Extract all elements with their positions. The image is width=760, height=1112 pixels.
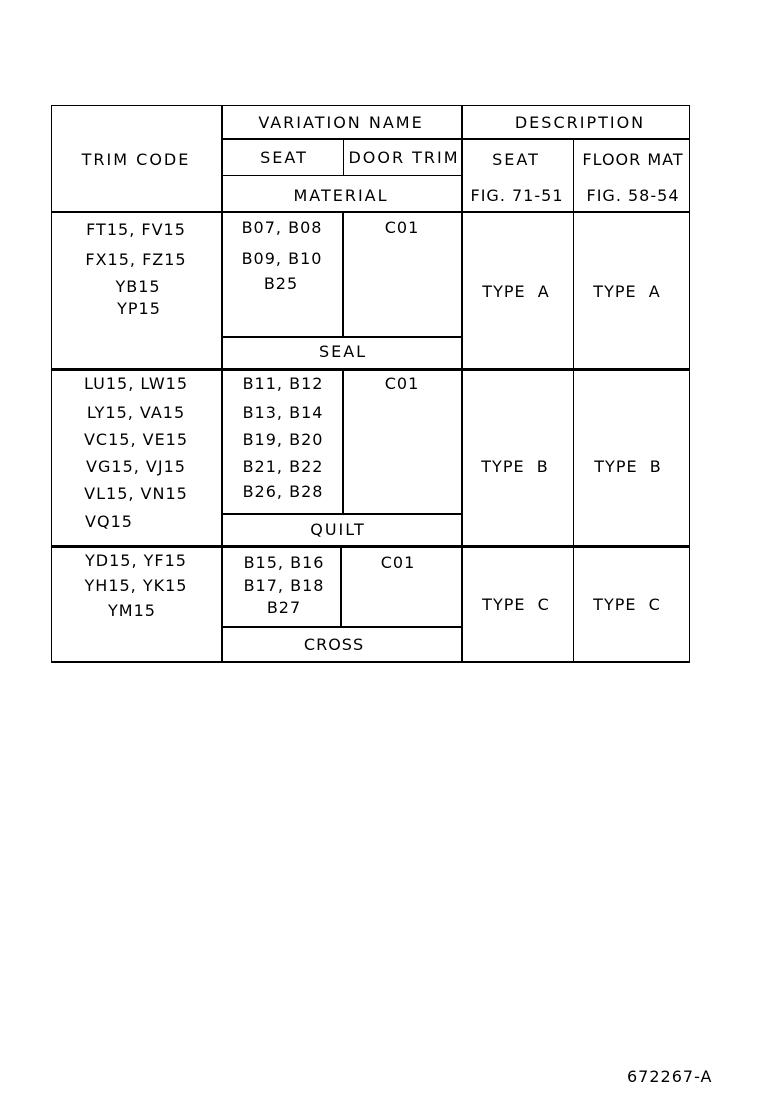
trim-code: YD15, YF15 <box>85 551 187 570</box>
trim-code: VG15, VJ15 <box>86 457 186 476</box>
seat-code: B13, B14 <box>242 403 324 422</box>
trim-code: YB15 <box>115 277 161 296</box>
seat-type: TYPE C <box>482 595 550 614</box>
trim-code: YH15, YK15 <box>84 576 188 595</box>
header-fig-seat: FIG. 71-51 <box>470 186 564 205</box>
trim-code: LU15, LW15 <box>84 374 188 393</box>
trim-code: YP15 <box>117 299 161 318</box>
seat-code: B07, B08 <box>241 218 323 237</box>
group2-material-line <box>222 513 462 515</box>
seat-code: B25 <box>263 274 299 293</box>
seat-code: B26, B28 <box>242 482 324 501</box>
table-top-border <box>51 105 690 106</box>
divider-trim-col <box>221 105 223 662</box>
seat-code: B09, B10 <box>241 249 323 268</box>
door-trim-code: C01 <box>380 553 416 572</box>
trim-code: FX15, FZ15 <box>85 250 187 269</box>
floor-mat-type: TYPE A <box>593 282 661 301</box>
trim-code: VL15, VN15 <box>84 484 188 503</box>
header-door-trim: DOOR TRIM <box>348 148 460 167</box>
header-floor-mat: FLOOR MAT <box>582 150 684 169</box>
trim-code: LY15, VA15 <box>86 403 186 422</box>
group-separator-2 <box>51 545 690 548</box>
seat-code: B15, B16 <box>243 553 325 572</box>
table-bottom-border <box>51 661 690 663</box>
divider-desc-col <box>573 139 574 662</box>
figure-id: 672267-A <box>627 1067 713 1086</box>
trim-code: VQ15 <box>85 512 133 531</box>
floor-mat-type: TYPE B <box>594 457 662 476</box>
door-trim-code: C01 <box>384 218 420 237</box>
floor-mat-type: TYPE C <box>593 595 661 614</box>
divider-variation-col <box>461 105 463 662</box>
group3-material-line <box>222 626 462 628</box>
material-name: CROSS <box>303 635 365 654</box>
trim-code: FT15, FV15 <box>86 220 186 239</box>
seat-code: B19, B20 <box>242 430 324 449</box>
group1-seat-door-divider <box>342 213 344 337</box>
header-desc-seat: SEAT <box>492 150 540 169</box>
seat-code: B21, B22 <box>242 457 324 476</box>
seat-type: TYPE B <box>481 457 549 476</box>
trim-code: VC15, VE15 <box>83 430 189 449</box>
header-description: DESCRIPTION <box>514 113 646 132</box>
table-left-border <box>51 105 52 662</box>
group2-seat-door-divider <box>342 371 344 514</box>
seat-code: B17, B18 <box>243 576 325 595</box>
table-right-border <box>689 105 690 662</box>
seat-type: TYPE A <box>482 282 550 301</box>
header-material: MATERIAL <box>293 186 389 205</box>
group1-material-line <box>222 336 462 338</box>
header-seat-door-divider <box>343 139 344 176</box>
header-bottom <box>51 211 690 213</box>
seat-code: B27 <box>266 598 302 617</box>
header-fig-floor: FIG. 58-54 <box>586 186 680 205</box>
group3-seat-door-divider <box>340 548 342 627</box>
material-name: SEAL <box>318 342 368 361</box>
header-variation-name: VARIATION NAME <box>258 113 424 132</box>
header-line-2 <box>222 175 462 176</box>
header-trim-code: TRIM CODE <box>81 150 191 169</box>
material-name: QUILT <box>310 520 366 539</box>
group-separator-1 <box>51 368 690 371</box>
header-line-1 <box>222 138 690 140</box>
header-seat: SEAT <box>260 148 308 167</box>
seat-code: B11, B12 <box>242 374 324 393</box>
door-trim-code: C01 <box>384 374 420 393</box>
trim-code: YM15 <box>108 601 156 620</box>
